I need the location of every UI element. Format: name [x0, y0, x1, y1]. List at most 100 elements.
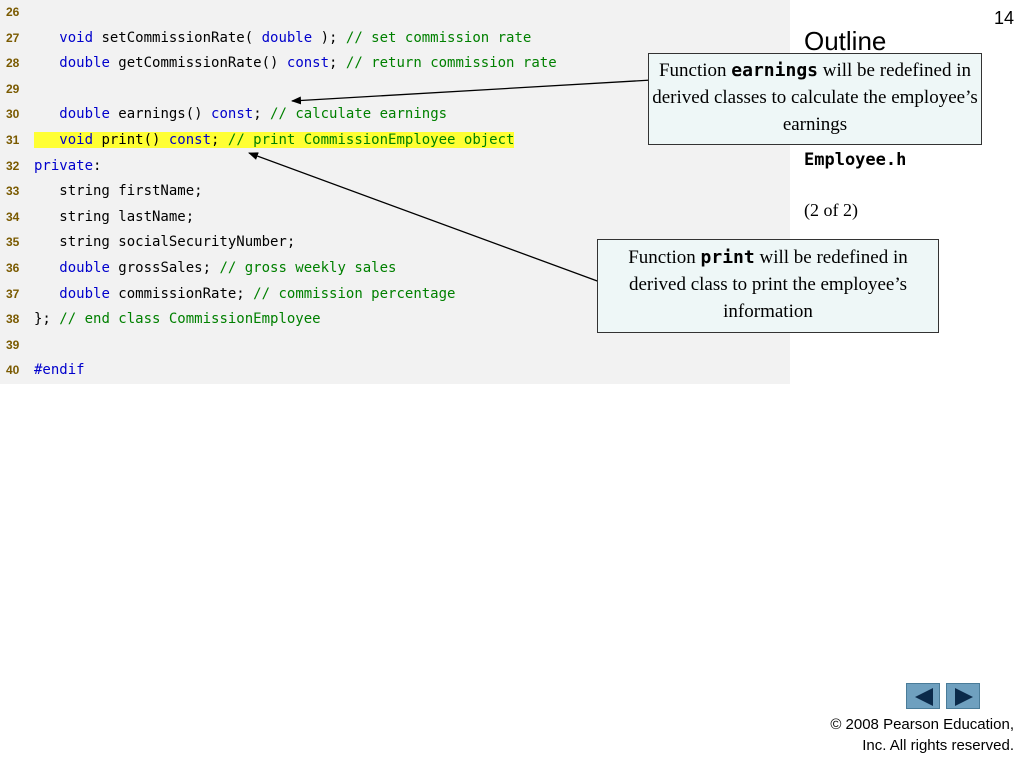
- code-keyword: double: [59, 106, 110, 123]
- next-slide-button[interactable]: [946, 683, 980, 709]
- line-number: 26: [6, 5, 20, 19]
- code-text: double grossSales; // gross weekly sales: [34, 255, 396, 281]
- copyright-line-1: © 2008 Pearson Education,: [830, 716, 1014, 733]
- code-keyword: double: [59, 285, 110, 302]
- line-number: 37: [6, 286, 20, 301]
- code-line: 40 #endif: [0, 357, 790, 383]
- code-text: }; // end class CommissionEmployee: [34, 306, 321, 332]
- line-number: 32: [6, 158, 20, 173]
- code-text: double commissionRate; // commission per…: [34, 281, 455, 307]
- callout-earnings-code: earnings: [731, 60, 818, 81]
- code-token: [34, 106, 59, 122]
- code-token: [34, 30, 59, 46]
- code-line: 33 string firstName;: [0, 178, 790, 204]
- previous-slide-button[interactable]: [906, 683, 940, 709]
- code-comment: // commission percentage: [253, 285, 456, 302]
- code-token: [34, 55, 59, 71]
- code-token: commissionRate;: [109, 285, 254, 302]
- callout-print-pre: Function: [628, 247, 701, 268]
- code-line: 37 double commissionRate; // commission …: [0, 281, 790, 307]
- code-comment: // print CommissionEmployee object: [227, 132, 515, 148]
- code-keyword: double: [261, 29, 313, 46]
- line-number: 33: [6, 184, 20, 199]
- code-token: setCommissionRate(: [93, 29, 262, 46]
- code-comment: // end class CommissionEmployee: [59, 311, 321, 328]
- code-text: double earnings() const; // calculate ea…: [34, 101, 447, 127]
- code-line: 39: [0, 332, 790, 358]
- code-token: ;: [211, 132, 228, 148]
- callout-earnings-post: will be redefined in derived classes to …: [652, 60, 978, 135]
- highlighted-code: void print() const; // print CommissionE…: [34, 132, 515, 148]
- code-keyword: void: [59, 29, 94, 46]
- code-line: 27 void setCommissionRate( double ); // …: [0, 25, 790, 51]
- code-line: 32 private:: [0, 153, 790, 179]
- triangle-left-icon: [915, 688, 933, 706]
- code-line: 28 double getCommissionRate() const; // …: [0, 50, 790, 76]
- code-line: 26: [0, 0, 790, 25]
- code-token: string lastName;: [34, 208, 195, 225]
- callout-print-code: print: [700, 247, 755, 268]
- code-keyword: const: [286, 55, 330, 72]
- code-keyword: double: [59, 55, 110, 72]
- code-token: earnings(): [109, 106, 212, 123]
- code-keyword: const: [211, 106, 254, 123]
- code-token: print(): [93, 132, 169, 148]
- code-text: #endif: [34, 357, 85, 383]
- line-number: 35: [6, 235, 20, 250]
- line-number: 38: [6, 312, 20, 327]
- outline-title: Outline: [804, 26, 887, 56]
- code-keyword: const: [168, 132, 212, 148]
- callout-earnings-pre: Function: [658, 60, 732, 81]
- code-keyword: void: [59, 132, 94, 148]
- code-token: [34, 260, 59, 276]
- code-token: string firstName;: [34, 183, 203, 200]
- code-token: ;: [329, 55, 346, 72]
- code-comment: // return commission rate: [345, 55, 557, 72]
- callout-print: Function print will be redefined in deri…: [597, 239, 939, 333]
- code-comment: // calculate earnings: [270, 106, 448, 123]
- code-keyword: private: [34, 157, 94, 174]
- code-keyword: #endif: [34, 362, 85, 379]
- line-number: 29: [6, 81, 20, 96]
- code-line: 38}; // end class CommissionEmployee: [0, 306, 790, 332]
- code-comment: // gross weekly sales: [219, 260, 397, 276]
- code-line: 29: [0, 76, 790, 102]
- line-number: 36: [6, 261, 20, 275]
- copyright-notice: © 2008 Pearson Education, Inc. All right…: [754, 714, 1014, 756]
- callout-print-post: will be redefined in derived class to pr…: [628, 247, 908, 322]
- code-token: [34, 132, 59, 148]
- line-number: 34: [6, 209, 20, 224]
- line-number: 31: [6, 133, 20, 147]
- code-text: string socialSecurityNumber;: [34, 229, 295, 255]
- code-token: };: [34, 311, 60, 328]
- page-number: 14: [993, 8, 1014, 28]
- line-number: 27: [6, 30, 20, 45]
- triangle-right-icon: [955, 688, 973, 706]
- code-token: getCommissionRate(): [109, 55, 287, 72]
- page-indicator: (2 of 2): [804, 200, 858, 220]
- code-text: void setCommissionRate( double ); // set…: [34, 25, 531, 51]
- code-text: private:: [34, 153, 101, 179]
- code-keyword: double: [59, 260, 110, 276]
- code-token: string socialSecurityNumber;: [34, 234, 296, 251]
- code-token: grossSales;: [109, 260, 220, 276]
- code-text: string firstName;: [34, 178, 203, 204]
- file-name: Employee.h: [804, 150, 907, 170]
- line-number: 28: [6, 56, 20, 71]
- callout-earnings: Function earnings will be redefined in d…: [648, 53, 982, 145]
- copyright-line-2: Inc. All rights reserved.: [862, 737, 1014, 754]
- code-token: [34, 286, 59, 302]
- code-token: );: [312, 29, 346, 46]
- line-number: 40: [6, 363, 20, 378]
- code-text: string lastName;: [34, 204, 194, 230]
- code-line: 31 void print() const; // print Commissi…: [0, 127, 790, 153]
- line-number: 39: [6, 337, 20, 352]
- code-comment: // set commission rate: [345, 29, 532, 46]
- line-number: 30: [6, 107, 20, 122]
- code-text: double getCommissionRate() const; // ret…: [34, 50, 557, 76]
- code-text: void print() const; // print CommissionE…: [34, 127, 515, 153]
- code-token: :: [93, 157, 102, 174]
- code-line: 30 double earnings() const; // calculate…: [0, 101, 790, 127]
- code-line: 34 string lastName;: [0, 204, 790, 230]
- code-token: ;: [253, 106, 271, 123]
